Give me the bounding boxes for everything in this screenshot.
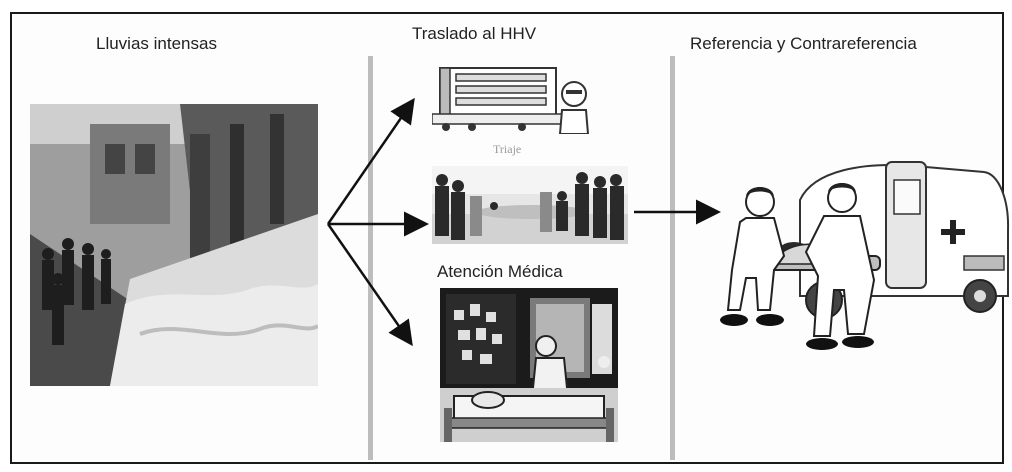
medical-care-icon <box>440 288 618 442</box>
arrow-to-hospital <box>326 97 415 225</box>
col3-title: Referencia y Contrareferencia <box>690 34 917 53</box>
divider-right <box>670 56 675 460</box>
col1-title: Lluvias intensas <box>96 34 217 53</box>
ambulance-transfer-icon <box>714 160 1010 356</box>
hospital-building-icon <box>432 64 592 134</box>
col2-title: Traslado al HHV <box>412 24 537 43</box>
triage-label: Triaje <box>493 142 522 156</box>
triage-room-icon <box>432 166 628 244</box>
flood-photo-icon <box>30 104 318 386</box>
divider-left <box>368 56 373 460</box>
medical-label: Atención Médica <box>437 262 563 281</box>
arrow-to-care <box>326 223 413 347</box>
